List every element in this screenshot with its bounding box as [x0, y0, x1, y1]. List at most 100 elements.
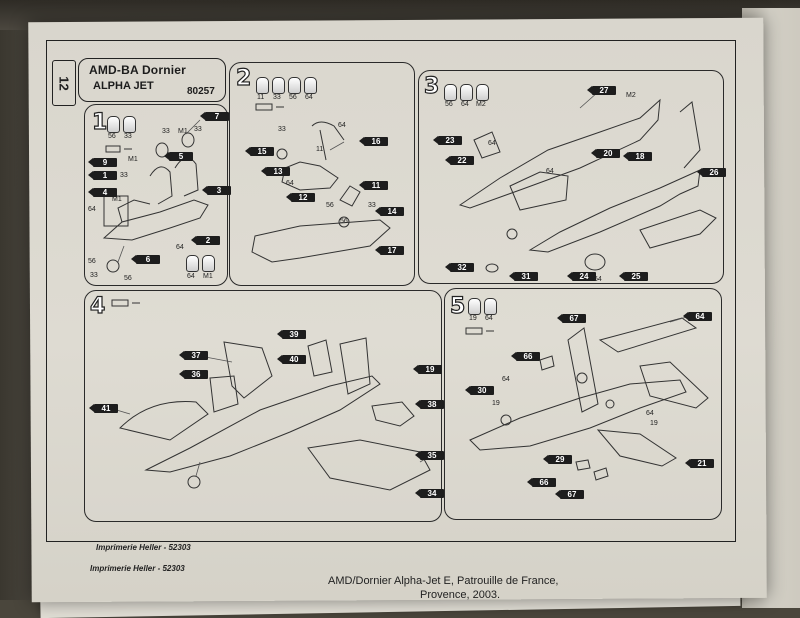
- part-tag: 12: [286, 193, 315, 202]
- step-5-panel: [444, 288, 722, 520]
- title-line-1: AMD-BA Dornier: [89, 63, 187, 77]
- step-3-number: 3: [423, 74, 440, 99]
- step-1-number: 1: [91, 110, 108, 135]
- part-label: 33: [162, 128, 170, 135]
- part-label: 33: [194, 126, 202, 133]
- part-label: 64: [646, 410, 654, 417]
- underlying-caption-line-2: Provence, 2003.: [420, 589, 501, 601]
- part-tag: 21: [685, 459, 714, 468]
- paint-label: M1: [203, 273, 213, 280]
- paint-pot-icon: [304, 77, 317, 94]
- underlying-printer-credit: Imprimerie Heller - 52303: [90, 564, 185, 573]
- part-label: 64: [338, 122, 346, 129]
- paint-label: 56: [289, 94, 297, 101]
- part-label: 33: [90, 272, 98, 279]
- part-label: 56: [326, 202, 334, 209]
- part-label: M1: [128, 156, 138, 163]
- paint-pot-icon: [468, 298, 481, 315]
- part-tag: 15: [245, 147, 274, 156]
- part-tag: 9: [88, 158, 117, 167]
- step-4-panel: [84, 290, 442, 522]
- paint-label: 11: [257, 94, 265, 101]
- part-tag: 19: [413, 365, 442, 374]
- part-tag: 35: [415, 451, 444, 460]
- paint-label: 33: [124, 133, 132, 140]
- part-label: 33: [368, 202, 376, 209]
- part-tag: 31: [509, 272, 538, 281]
- part-tag: 1: [88, 171, 117, 180]
- part-tag: 26: [697, 168, 726, 177]
- part-tag: 41: [89, 404, 118, 413]
- paint-label: 56: [445, 101, 453, 108]
- step-4-number: 4: [89, 294, 106, 319]
- part-label: 64: [176, 244, 184, 251]
- step-2-number: 2: [235, 66, 252, 91]
- paint-pot-icon: [444, 84, 457, 101]
- printer-credit: Imprimerie Heller - 52303: [96, 543, 191, 552]
- part-label: M2: [626, 92, 636, 99]
- part-tag: 17: [375, 246, 404, 255]
- part-label: 11: [316, 146, 324, 153]
- part-tag: 6: [131, 255, 160, 264]
- paint-label: 64: [485, 315, 493, 322]
- paint-label: 64: [187, 273, 195, 280]
- part-tag: 23: [433, 136, 462, 145]
- part-tag: 40: [277, 355, 306, 364]
- part-tag: 22: [445, 156, 474, 165]
- part-label: 64: [286, 180, 294, 187]
- underlying-caption-line-1: AMD/Dornier Alpha-Jet E, Patrouille de F…: [328, 575, 559, 587]
- part-tag: 36: [179, 370, 208, 379]
- title-box: AMD-BA Dornier ALPHA JET 80257: [78, 58, 226, 102]
- part-tag: 14: [375, 207, 404, 216]
- part-tag: 4: [88, 188, 117, 197]
- paint-pot-icon: [460, 84, 473, 101]
- kit-reference: 80257: [187, 86, 215, 97]
- part-label: M1: [178, 128, 188, 135]
- part-label: 64: [546, 168, 554, 175]
- step-3-panel: [418, 70, 724, 284]
- part-label: 56: [88, 258, 96, 265]
- paint-label: 56: [108, 133, 116, 140]
- part-tag: 38: [415, 400, 444, 409]
- part-tag: 18: [623, 152, 652, 161]
- part-tag: 64: [683, 312, 712, 321]
- part-tag: 7: [200, 112, 229, 121]
- paint-label: 33: [273, 94, 281, 101]
- assembly-line-art: [102, 91, 717, 491]
- paint-pot-icon: [256, 77, 269, 94]
- step-5-number: 5: [449, 294, 466, 319]
- paint-pot-icon: [123, 116, 136, 133]
- part-tag: 66: [527, 478, 556, 487]
- part-tag: 5: [164, 152, 193, 161]
- part-tag: 3: [202, 186, 231, 195]
- part-tag: 66: [511, 352, 540, 361]
- part-label: 33: [120, 172, 128, 179]
- part-tag: 24: [567, 272, 596, 281]
- part-label: 56: [124, 275, 132, 282]
- part-tag: 25: [619, 272, 648, 281]
- paint-pot-icon: [476, 84, 489, 101]
- paint-pot-icon: [484, 298, 497, 315]
- part-tag: 37: [179, 351, 208, 360]
- part-tag: 27: [587, 86, 616, 95]
- part-tag: 29: [543, 455, 572, 464]
- paint-label: 64: [461, 101, 469, 108]
- part-tag: 20: [591, 149, 620, 158]
- instruction-frame: [46, 40, 736, 542]
- part-label: 33: [278, 126, 286, 133]
- paint-pot-icon: [288, 77, 301, 94]
- part-tag: 67: [555, 490, 584, 499]
- part-label: 64: [488, 140, 496, 147]
- paint-pot-icon: [272, 77, 285, 94]
- part-tag: 2: [191, 236, 220, 245]
- part-label: 64: [594, 276, 602, 283]
- part-tag: 16: [359, 137, 388, 146]
- part-label: 56: [340, 218, 348, 225]
- part-tag: 30: [465, 386, 494, 395]
- part-tag: 13: [261, 167, 290, 176]
- part-tag: 67: [557, 314, 586, 323]
- paint-label: 64: [305, 94, 313, 101]
- paint-pot-icon: [186, 255, 199, 272]
- title-line-2: ALPHA JET: [93, 80, 154, 92]
- part-label: 64: [502, 376, 510, 383]
